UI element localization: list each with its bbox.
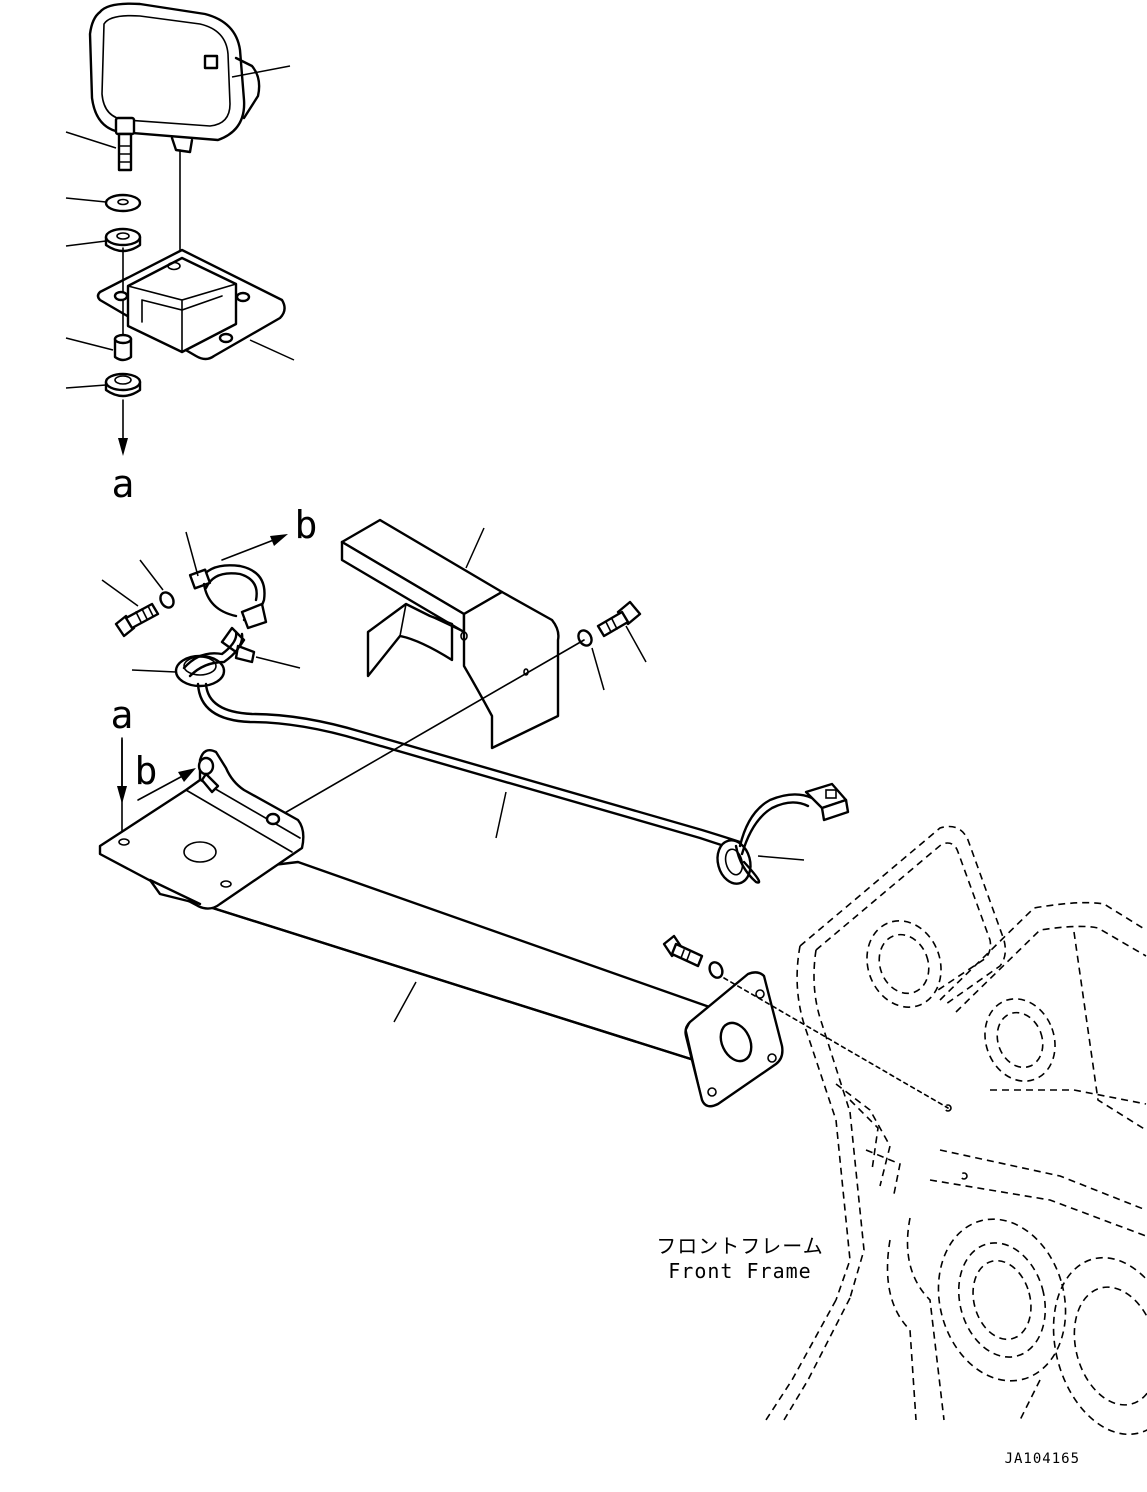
harness-loop — [188, 564, 268, 664]
callout-b-top: b — [295, 503, 318, 547]
spacer — [113, 333, 133, 362]
lower-bracket — [98, 749, 305, 910]
leader-washer-1 — [65, 197, 107, 203]
leader-cover — [465, 527, 485, 569]
leader-clip-bolt — [101, 579, 139, 607]
harness-cover — [340, 518, 560, 750]
grommet — [174, 630, 244, 688]
callout-a-top: a — [112, 462, 135, 506]
leader-harness-tab — [255, 656, 301, 669]
callout-a-mid: a — [111, 693, 134, 737]
rubber-mount-2 — [104, 372, 142, 398]
leader-bolt-1 — [65, 131, 117, 149]
lamp-bracket — [96, 248, 286, 361]
arrow-b-top — [221, 534, 288, 561]
harness-connector — [716, 782, 850, 885]
arrow-b-mid — [137, 768, 196, 801]
rubber-mount-1 — [104, 227, 142, 253]
drawing-code: JA104165 — [1005, 1451, 1080, 1467]
frame-label-japanese: フロントフレーム — [656, 1234, 823, 1258]
leader-lamp — [231, 65, 291, 78]
leader-connector — [757, 855, 805, 861]
mounting-plate — [684, 971, 784, 1108]
front-frame — [765, 825, 1147, 1436]
leader-harness-clip — [185, 531, 199, 577]
leader-bracket — [249, 339, 295, 361]
plate-washer — [708, 961, 724, 979]
work-lamp — [88, 2, 261, 154]
clip-bolt — [114, 602, 160, 638]
arrow-a-mid — [117, 737, 127, 804]
leader-cover-bolt — [625, 625, 647, 663]
leader-grommet — [131, 669, 177, 673]
plate-bolt — [662, 934, 704, 968]
leader-clip-washer — [139, 559, 164, 591]
arrow-a-top — [118, 399, 128, 456]
bolt-axis-cover — [275, 639, 585, 819]
cover-bolt — [596, 600, 642, 638]
leader-spacer — [65, 337, 114, 351]
leader-harness-cable — [495, 791, 507, 839]
leader-mount-2 — [65, 384, 107, 389]
frame-label-english: Front Frame — [668, 1259, 811, 1283]
leader-arm — [393, 981, 417, 1023]
bolt-1 — [114, 116, 136, 172]
harness-cable — [196, 682, 742, 852]
leader-mount-1 — [65, 240, 107, 247]
callout-b-mid: b — [135, 749, 158, 793]
cover-washer — [577, 629, 593, 647]
leader-cover-washer — [591, 647, 605, 691]
bolt-axis-frame — [723, 977, 949, 1109]
clip-washer — [159, 591, 175, 609]
washer-1 — [104, 193, 142, 213]
